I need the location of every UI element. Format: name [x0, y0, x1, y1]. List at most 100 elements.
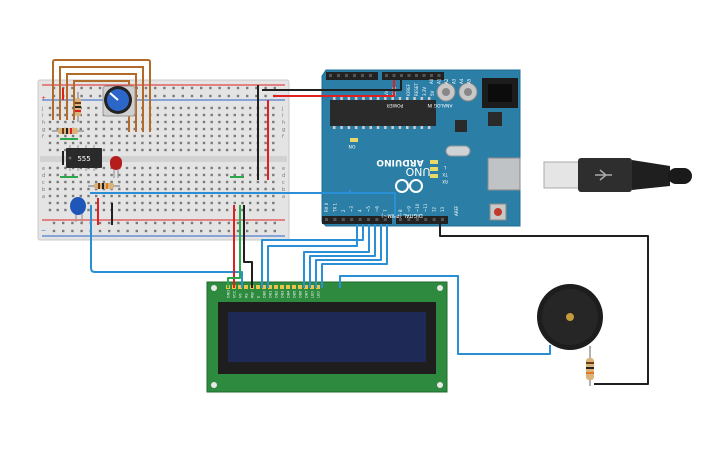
breadboard-hole	[233, 120, 236, 124]
rail-hole	[218, 221, 221, 225]
breadboard-hole	[218, 120, 221, 124]
digital-pin-label: RX 0	[324, 202, 329, 212]
header-pin	[385, 74, 388, 77]
breadboard-hole	[256, 180, 260, 184]
header-digital-low	[322, 216, 392, 224]
breadboard-hole	[256, 208, 260, 212]
breadboard-hole	[179, 173, 183, 177]
breadboard-hole	[218, 208, 221, 212]
lcd-pin-label: GND	[227, 290, 231, 298]
l-led	[430, 160, 438, 164]
breadboard-hole	[187, 106, 190, 110]
header-pin	[437, 74, 441, 77]
piezo-buzzer	[537, 284, 603, 350]
breadboard-hole	[202, 113, 206, 117]
breadboard-hole	[249, 148, 252, 152]
breadboard-hole	[256, 201, 260, 205]
chip-pin	[347, 97, 351, 100]
potentiometer[interactable]	[102, 85, 136, 117]
breadboard-hole	[133, 173, 136, 177]
rail-hole	[98, 229, 102, 233]
breadboard-hole	[56, 173, 59, 177]
rail-hole	[163, 86, 166, 90]
breadboard-hole	[141, 166, 144, 170]
rail-plus-sign: +	[41, 95, 46, 102]
arduino-l-label: L	[443, 165, 446, 170]
breadboard-hole	[64, 194, 67, 198]
breadboard-hole	[249, 141, 252, 145]
breadboard-hole	[202, 127, 206, 131]
rail-hole	[264, 221, 267, 225]
lcd-pin	[280, 285, 284, 289]
breadboard-hole	[110, 173, 113, 177]
breadboard-hole	[125, 120, 129, 124]
breadboard-hole	[202, 173, 206, 177]
rail-hole	[144, 221, 148, 225]
header-pin	[430, 74, 433, 77]
breadboard-hole	[56, 194, 59, 198]
lcd-pin	[310, 285, 314, 289]
breadboard-hole	[195, 180, 198, 184]
breadboard-jumpers	[60, 85, 269, 225]
rail-hole	[154, 86, 157, 90]
digital-pin-label: ~10	[415, 203, 420, 212]
breadboard-hole	[156, 166, 159, 170]
breadboard-hole	[218, 127, 221, 131]
breadboard-hole	[48, 141, 52, 145]
breadboard-hole	[164, 194, 167, 198]
breadboard-hole	[164, 120, 167, 124]
breadboard-hole	[118, 208, 121, 212]
row-letter: a	[282, 194, 285, 200]
rail-hole	[62, 229, 65, 233]
lcd-pin-label: DB3	[281, 291, 285, 298]
rail-hole	[255, 229, 258, 233]
breadboard-hole	[133, 134, 136, 138]
header-pin	[392, 74, 396, 77]
breadboard-hole	[79, 194, 82, 198]
rail-hole	[181, 229, 184, 233]
rail-hole	[108, 229, 111, 233]
breadboard-hole	[249, 173, 252, 177]
wire-d2-to-db7	[321, 224, 388, 288]
lcd-pin	[286, 285, 290, 289]
breadboard-hole	[195, 127, 198, 131]
rail-hole	[200, 86, 203, 90]
breadboard-hole	[148, 134, 152, 138]
breadboard-hole	[187, 208, 190, 212]
breadboard-hole	[233, 106, 236, 110]
breadboard-hole	[118, 127, 121, 131]
rail-hole	[71, 86, 74, 90]
pot-indicator	[109, 92, 119, 101]
pot-wires	[52, 59, 151, 132]
breadboard-hole	[218, 173, 221, 177]
header-top-left	[326, 72, 378, 80]
breadboard-hole	[164, 134, 167, 138]
breadboard-hole	[71, 194, 75, 198]
breadboard-hole	[187, 141, 190, 145]
rail-hole	[246, 94, 249, 98]
breadboard-hole	[133, 141, 136, 145]
breadboard-hole	[95, 194, 98, 198]
rail-hole	[172, 86, 175, 90]
rail-hole	[209, 221, 212, 225]
breadboard-hole	[95, 201, 98, 205]
breadboard-hole	[110, 194, 113, 198]
breadboard-hole	[187, 173, 190, 177]
breadboard-hole	[133, 120, 136, 124]
header-pin	[353, 74, 356, 77]
breadboard-hole	[95, 180, 98, 184]
breadboard-hole	[141, 208, 144, 212]
breadboard-hole	[71, 187, 75, 191]
breadboard-hole	[110, 180, 113, 184]
breadboard-hole	[64, 120, 67, 124]
analog-pin-label: A2	[444, 78, 449, 84]
breadboard-hole	[133, 194, 136, 198]
header-pin	[399, 218, 402, 221]
rail-hole	[172, 221, 175, 225]
breadboard-hole	[187, 180, 190, 184]
lcd-pin-label: VCC	[233, 290, 237, 298]
breadboard-hole	[264, 194, 267, 198]
breadboard-hole	[125, 201, 129, 205]
breadboard-hole	[249, 208, 252, 212]
